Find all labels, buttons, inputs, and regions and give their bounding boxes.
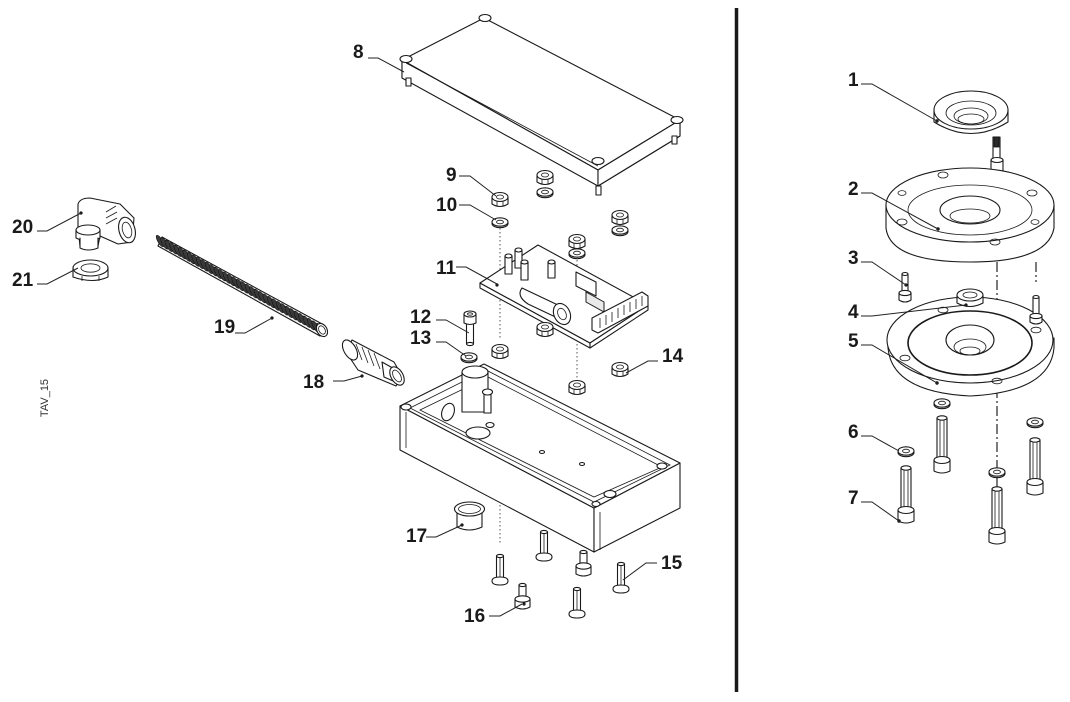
part-8-box-cover <box>399 13 684 196</box>
callout-18: 18 <box>303 372 324 393</box>
callout-9: 9 <box>446 165 457 186</box>
box-housing <box>399 363 681 553</box>
callout-21: 21 <box>12 270 34 291</box>
callout-3: 3 <box>848 248 859 269</box>
part-16-hex-screw <box>514 582 531 610</box>
cap-screw-icon <box>1026 437 1044 496</box>
nut-icon <box>568 233 586 250</box>
callout-17: 17 <box>406 526 427 547</box>
screw-icon <box>491 553 509 586</box>
cap-screw-icon <box>933 415 951 474</box>
right-panel-sensor-mount: 1 2 3 4 5 6 7 <box>848 70 1055 545</box>
washer-icon <box>568 248 586 260</box>
part-6-washer <box>897 446 915 458</box>
part-11-circuit-board <box>479 244 649 349</box>
callout-10: 10 <box>436 195 457 216</box>
stud-icon <box>1029 294 1043 325</box>
callout-20: 20 <box>12 217 33 238</box>
conduit-ribs <box>155 234 325 336</box>
callout-6: 6 <box>848 422 859 443</box>
part-21-lock-nut <box>72 259 109 282</box>
left-panel-control-box: 8 9 10 11 12 13 14 15 16 17 18 19 20 21 <box>12 13 684 627</box>
washer-icon <box>933 398 951 410</box>
nut-icon <box>611 209 629 226</box>
callout-7: 7 <box>848 488 859 509</box>
washer-icon <box>536 187 554 199</box>
leader-lines-left <box>37 57 658 617</box>
callout-16: 16 <box>464 606 485 627</box>
part-20-elbow-cable-gland <box>75 197 136 251</box>
part-2-sensor-flange <box>885 167 1055 263</box>
part-3-cap-screw <box>898 271 912 303</box>
nut-icon <box>568 379 586 396</box>
callout-5: 5 <box>848 331 859 352</box>
hex-screw-icon <box>575 549 592 577</box>
figure-id: TAV_15 <box>39 379 51 417</box>
part-14-nut <box>611 361 629 378</box>
washer-icon <box>611 225 629 237</box>
screw-icon <box>535 529 553 562</box>
callout-13: 13 <box>410 328 431 349</box>
leader-lines-right <box>861 83 967 522</box>
part-18-straight-cable-gland <box>341 339 405 387</box>
part-12-cap-screw <box>463 310 477 347</box>
callout-15: 15 <box>661 553 683 574</box>
nut-icon <box>536 321 554 338</box>
screw-icon <box>568 586 586 619</box>
callout-4: 4 <box>848 302 859 323</box>
cap-screw-icon <box>988 486 1006 545</box>
callout-8: 8 <box>353 42 364 63</box>
part-1-ring <box>933 90 1009 135</box>
sensor-cable <box>990 136 1004 175</box>
nut-icon <box>491 343 509 360</box>
part-5-base-plate <box>886 296 1055 397</box>
callout-11: 11 <box>436 258 457 279</box>
part-7-cap-screw <box>897 465 915 524</box>
nut-icon <box>536 169 554 186</box>
part-17-bushing <box>453 501 486 531</box>
callout-1: 1 <box>848 70 859 91</box>
callout-2: 2 <box>848 179 859 200</box>
callout-12: 12 <box>410 307 431 328</box>
washer-icon <box>988 467 1006 479</box>
callout-19: 19 <box>214 317 235 338</box>
washer-icon <box>1026 417 1044 429</box>
part-4-bushing <box>956 288 984 308</box>
part-19-corrugated-conduit <box>155 234 329 338</box>
callout-14: 14 <box>662 346 684 367</box>
